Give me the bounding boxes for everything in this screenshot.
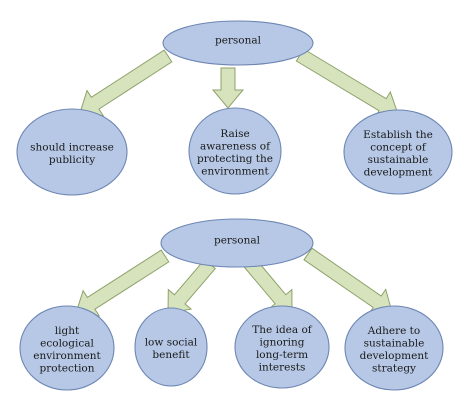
bottom-root-node-line-1: personal [214, 235, 261, 247]
bottom-child-1-line-3: environment [33, 350, 101, 362]
bottom-child-2-line-1: low social [145, 336, 198, 348]
bottom-child-4-shape [344, 305, 444, 391]
top-root-node-shape [162, 20, 314, 66]
top-child-3-line-1: Establish the [363, 129, 433, 141]
top-child-2-line-4: environment [201, 165, 269, 177]
top-child-1-line-2: publicity [49, 154, 95, 166]
bottom-child-3-line-1: The idea of [252, 324, 313, 336]
top-root-node-line-1: personal [215, 35, 262, 47]
top-arrow-2 [211, 67, 245, 109]
bottom-child-1-line-4: protection [39, 362, 94, 374]
bottom-child-1-line-1: light [55, 325, 80, 337]
top-arrow-3 [295, 48, 399, 119]
top-child-2-line-2: awareness of [200, 140, 271, 152]
top-arrow-1 [79, 49, 173, 117]
bottom-arrow-4 [303, 247, 393, 315]
bottom-child-3-line-3: long-term [256, 349, 308, 361]
bottom-root-node-shape [160, 218, 314, 268]
bottom-arrow-1 [75, 249, 170, 317]
top-child-3-shape [343, 109, 453, 195]
bottom-child-2-line-2: benefit [152, 349, 190, 361]
bottom-child-1-shape [19, 305, 115, 391]
top-child-2-shape [188, 107, 282, 195]
bottom-child-4-line-1: Adhere to [367, 325, 420, 337]
top-root-node: personal [162, 20, 314, 66]
bottom-arrow-2 [167, 258, 217, 314]
top-child-1-shape [16, 108, 128, 196]
bottom-child-3-line-2: ignoring [259, 336, 304, 348]
top-child-3-line-4: development [364, 166, 433, 178]
bottom-child-3-shape [234, 305, 330, 389]
top-child-1-line-1: should increase [30, 141, 114, 153]
bottom-child-4-line-2: sustainable [364, 337, 425, 349]
bottom-child-3-line-4: interests [259, 361, 306, 373]
top-child-2-line-3: protecting the [197, 153, 273, 165]
top-child-2-line-1: Raise [220, 128, 249, 140]
bottom-child-4-line-4: strategy [372, 362, 416, 374]
bottom-root-node: personal [160, 218, 314, 268]
top-child-3-line-2: concept of [370, 141, 427, 153]
bottom-child-4-line-3: development [360, 350, 429, 362]
top-child-3-line-3: sustainable [368, 154, 429, 166]
bottom-child-2-shape [134, 307, 208, 387]
bottom-child-1-line-2: ecological [40, 337, 94, 349]
